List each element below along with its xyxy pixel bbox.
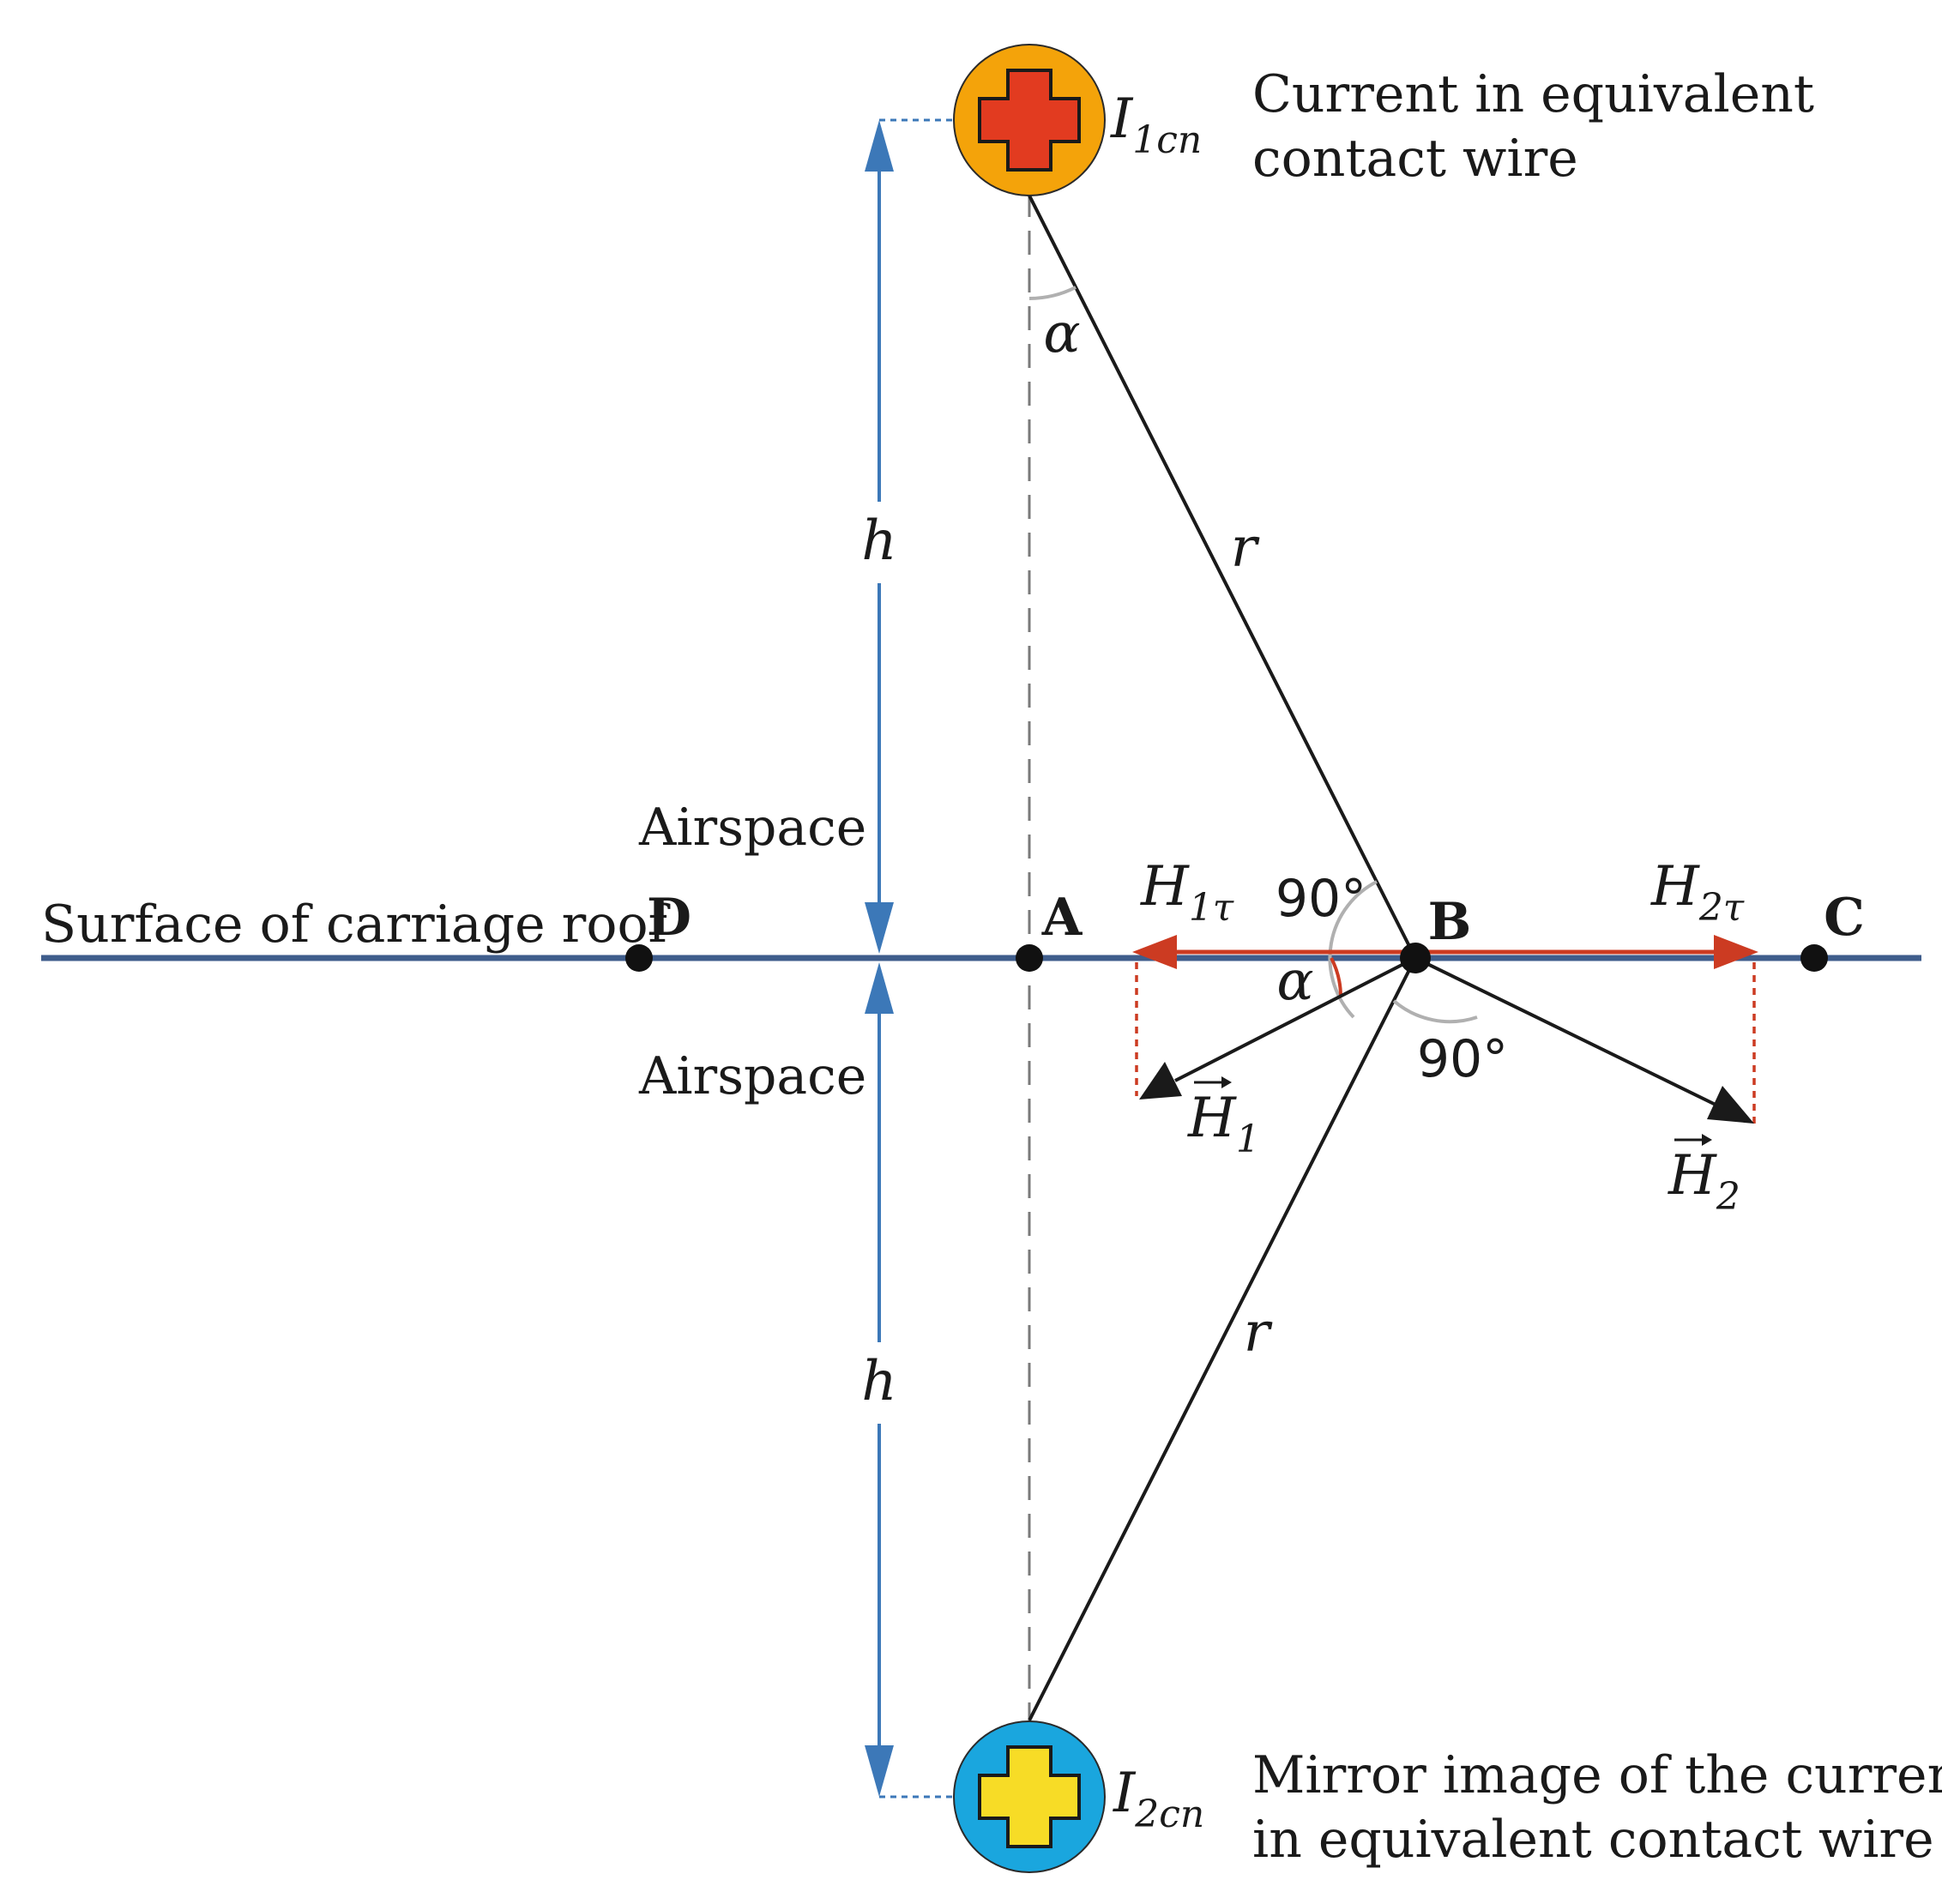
right-angle-label-lower: 90° bbox=[1417, 1029, 1508, 1089]
mirror-conductor bbox=[953, 1720, 1106, 1873]
right-angle-arc-lower bbox=[1392, 999, 1478, 1024]
height-label-top: h bbox=[861, 509, 896, 573]
source-conductor bbox=[953, 44, 1106, 196]
h2-vector-arrowhead bbox=[1707, 1086, 1754, 1124]
mirror-current-label: I2cn bbox=[1113, 1762, 1204, 1836]
h1-tau-arrowhead bbox=[1132, 935, 1177, 969]
svg-text:H2τ: H2τ bbox=[1650, 855, 1745, 930]
h2-tau-label: H2τ bbox=[1650, 855, 1745, 930]
h2-vector bbox=[1414, 956, 1716, 1106]
h1-tau-label: H1τ bbox=[1140, 855, 1234, 930]
h1-vector-arrowhead bbox=[1139, 1062, 1182, 1100]
alpha-label-lower: α bbox=[1276, 949, 1313, 1013]
height-label-bottom: h bbox=[861, 1350, 896, 1413]
svg-text:I1cn: I1cn bbox=[1110, 87, 1202, 162]
point-d-label: D bbox=[647, 888, 691, 948]
svg-text:H1τ: H1τ bbox=[1140, 855, 1234, 930]
point-a-label: A bbox=[1041, 888, 1083, 948]
h2-vector-label: H2 bbox=[1668, 1134, 1740, 1219]
source-current-label: I1cn bbox=[1110, 87, 1202, 162]
right-angle-arc-upper bbox=[1328, 880, 1378, 1019]
source-caption-line-2: contact wire bbox=[1252, 129, 1578, 189]
mirror-caption-line-1: Mirror image of the current bbox=[1252, 1745, 1942, 1805]
h1-vector-label: H1 bbox=[1187, 1076, 1260, 1161]
h1-vector bbox=[1174, 956, 1416, 1082]
plus-icon bbox=[978, 1745, 1081, 1848]
distance-line-lower bbox=[1028, 957, 1417, 1721]
distance-line-upper bbox=[1028, 195, 1417, 959]
mirror-caption-line-2: in equivalent contact wire bbox=[1252, 1810, 1934, 1870]
point-c bbox=[1800, 944, 1828, 972]
distance-label-lower: r bbox=[1244, 1301, 1273, 1365]
distance-label-upper: r bbox=[1231, 516, 1260, 580]
h2-tau-arrowhead bbox=[1714, 935, 1758, 969]
plus-icon bbox=[978, 69, 1081, 172]
point-d bbox=[625, 944, 653, 972]
alpha-arc-top bbox=[1028, 286, 1077, 300]
point-a bbox=[1016, 944, 1043, 972]
point-c-label: C bbox=[1824, 888, 1865, 948]
airspace-label-bottom: Airspace bbox=[638, 1046, 866, 1106]
roof-surface-label: Surface of carriage roof bbox=[41, 895, 671, 955]
right-angle-label-upper: 90° bbox=[1276, 869, 1366, 929]
svg-text:H2: H2 bbox=[1668, 1144, 1740, 1219]
svg-text:H1: H1 bbox=[1187, 1087, 1260, 1161]
alpha-label-top: α bbox=[1043, 302, 1080, 365]
point-b-label: B bbox=[1428, 892, 1472, 952]
svg-text:I2cn: I2cn bbox=[1113, 1762, 1204, 1836]
airspace-label-top: Airspace bbox=[638, 798, 866, 858]
source-caption-line-1: Current in equivalent bbox=[1252, 64, 1814, 124]
point-b bbox=[1400, 943, 1431, 973]
